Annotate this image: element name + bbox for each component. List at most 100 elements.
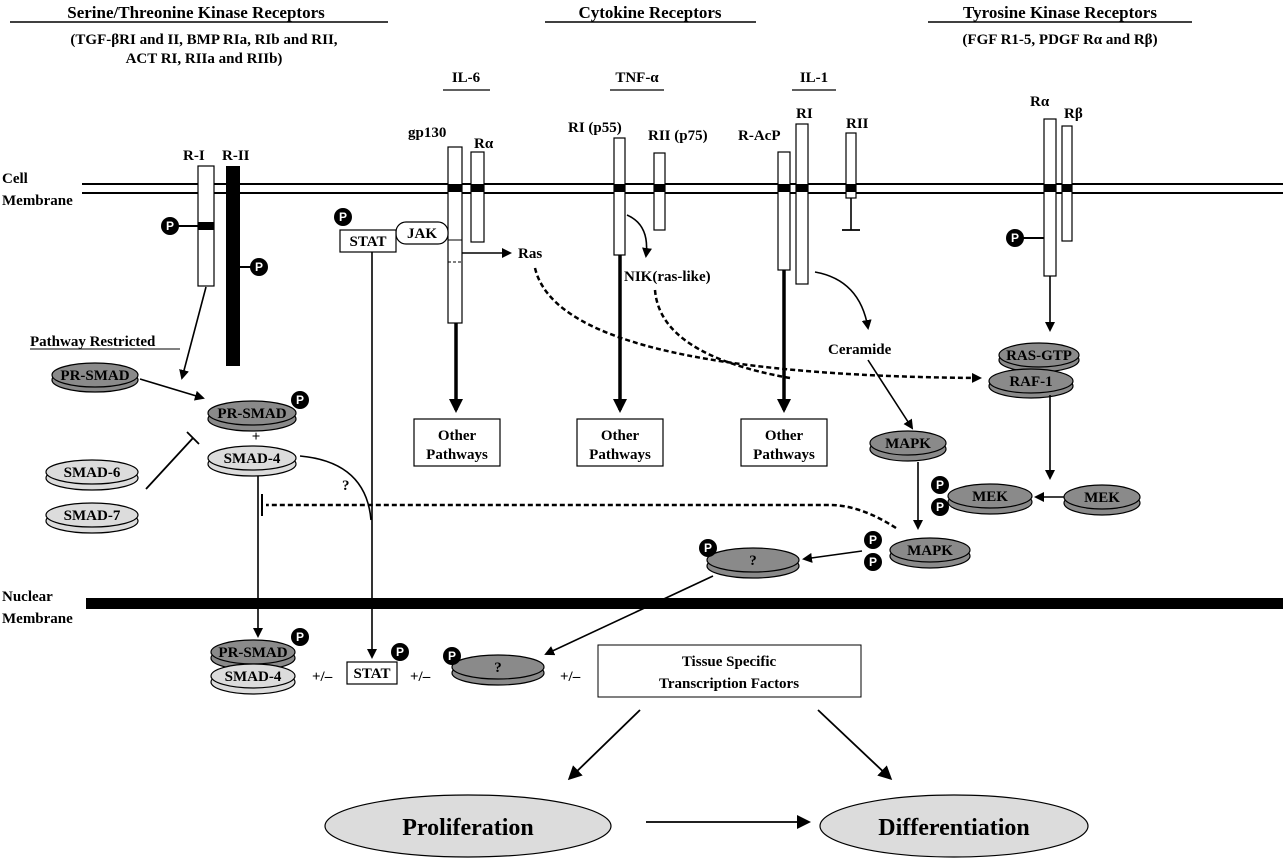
- svg-text:P: P: [396, 645, 404, 659]
- mapk-unphosphorylated: MAPK: [869, 430, 947, 462]
- svg-text:SMAD-6: SMAD-6: [64, 465, 121, 481]
- svg-text:P: P: [704, 541, 712, 555]
- svg-text:JAK: JAK: [407, 226, 437, 242]
- svg-text:Other: Other: [601, 428, 640, 444]
- svg-text:Other: Other: [765, 428, 804, 444]
- svg-text:MAPK: MAPK: [907, 543, 953, 559]
- svg-text:Proliferation: Proliferation: [402, 815, 534, 841]
- pr-smad-cytoplasm: PR-SMAD: [51, 362, 139, 393]
- label-tk-rb: Rβ: [1064, 106, 1083, 122]
- svg-text:?: ?: [494, 660, 502, 676]
- heading-ser-thr-sub1: (TGF-βRI and II, BMP RIa, RIb and RII,: [70, 32, 337, 48]
- heading-tyrosine-title: Tyrosine Kinase Receptors: [963, 3, 1157, 22]
- phosphate-icon: [864, 553, 882, 571]
- label-ri-p55: RI (p55): [568, 120, 622, 136]
- svg-text:STAT: STAT: [354, 666, 391, 682]
- svg-text:SMAD-4: SMAD-4: [225, 669, 282, 685]
- stat-box-nucleus: STAT P: [346, 643, 409, 685]
- phosphate-icon: [443, 647, 461, 665]
- receptor-il1-ri: [795, 123, 809, 285]
- label-r-ii: R-II: [222, 148, 250, 164]
- svg-text:Differentiation: Differentiation: [878, 815, 1030, 841]
- phosphate-icon: [291, 628, 309, 646]
- svg-text:Pathways: Pathways: [426, 447, 488, 463]
- svg-text:MEK: MEK: [1084, 490, 1120, 506]
- proliferation-outcome: Proliferation: [324, 794, 612, 858]
- cell-membrane-label-1: Cell: [2, 171, 28, 187]
- phosphate-icon: [1006, 229, 1024, 247]
- nuclear-membrane-label-2: Membrane: [2, 611, 73, 627]
- jak-box: JAK: [395, 221, 449, 245]
- nuclear-membrane-label-1: Nuclear: [2, 589, 53, 605]
- phosphate-icon: [250, 258, 268, 276]
- label-nik: NIK(ras-like): [624, 269, 711, 285]
- phosphate-icon: [161, 217, 179, 235]
- mek-phosphorylated: MEK P P: [931, 476, 1033, 516]
- svg-text:MAPK: MAPK: [885, 436, 931, 452]
- svg-text:P: P: [255, 260, 263, 274]
- label-ceramide: Ceramide: [828, 342, 892, 358]
- heading-cytokine-title: Cytokine Receptors: [578, 3, 721, 22]
- svg-text:P: P: [936, 478, 944, 492]
- svg-text:P: P: [869, 533, 877, 547]
- label-r-alpha-il6: Rα: [474, 136, 494, 152]
- svg-text:RAS-GTP: RAS-GTP: [1006, 348, 1072, 364]
- receptor-r-alpha-il6: [470, 151, 485, 243]
- label-il1-rii: RII: [846, 116, 869, 132]
- smad7: SMAD-7: [45, 502, 139, 534]
- receptor-tk-rb: [1061, 125, 1073, 242]
- svg-text:?: ?: [749, 553, 757, 569]
- receptor-ri-p55: [613, 137, 626, 256]
- svg-text:Transcription Factors: Transcription Factors: [659, 676, 799, 692]
- phosphate-icon: [699, 539, 717, 557]
- svg-text:MEK: MEK: [972, 489, 1008, 505]
- heading-ser-thr-title: Serine/Threonine Kinase Receptors: [67, 3, 325, 22]
- svg-text:Pathways: Pathways: [589, 447, 651, 463]
- receptor-gp130: [447, 146, 463, 324]
- cell-membrane: Cell Membrane: [2, 171, 1283, 209]
- stat-box-cytoplasm: STAT P: [334, 208, 397, 253]
- svg-text:STAT: STAT: [350, 234, 387, 250]
- mek-unphosphorylated: MEK: [1063, 484, 1141, 516]
- heading-tyrosine: Tyrosine Kinase Receptors (FGF R1-5, PDG…: [928, 3, 1192, 48]
- heading-ser-thr-sub2: ACT RI, RIIa and RIIb): [126, 51, 283, 67]
- svg-text:Other: Other: [438, 428, 477, 444]
- svg-text:P: P: [1011, 231, 1019, 245]
- nuclear-membrane: Nuclear Membrane: [2, 589, 1283, 627]
- phosphate-icon: [931, 476, 949, 494]
- phosphate-icon: [334, 208, 352, 226]
- svg-text:P: P: [339, 210, 347, 224]
- cell-membrane-label-2: Membrane: [2, 193, 73, 209]
- label-il1: IL-1: [800, 70, 828, 86]
- pr-smad-p-complex: PR-SMAD P +: [207, 391, 309, 445]
- unknown-factor-nucleus: ? P: [443, 647, 545, 686]
- svg-text:P: P: [936, 500, 944, 514]
- plus-minus-3: +/–: [560, 669, 581, 685]
- svg-text:SMAD-7: SMAD-7: [64, 508, 121, 524]
- svg-text:P: P: [166, 219, 174, 233]
- svg-text:Tissue Specific: Tissue Specific: [682, 654, 777, 670]
- svg-text:PR-SMAD: PR-SMAD: [60, 368, 129, 384]
- label-tnf: TNF-α: [615, 70, 659, 86]
- heading-ser-thr: Serine/Threonine Kinase Receptors (TGF-β…: [10, 3, 388, 67]
- svg-text:P: P: [448, 649, 456, 663]
- receptor-r-ii: [226, 166, 240, 366]
- phosphate-icon: [931, 498, 949, 516]
- smad6: SMAD-6: [45, 459, 139, 491]
- other-pathways-tnf: Other Pathways: [576, 418, 664, 467]
- svg-text:P: P: [296, 630, 304, 644]
- svg-text:SMAD-4: SMAD-4: [224, 451, 281, 467]
- ras-gtp-raf1: RAS-GTP RAF-1: [988, 342, 1080, 399]
- phosphate-icon: [391, 643, 409, 661]
- plus-minus-1: +/–: [312, 669, 333, 685]
- svg-text:P: P: [296, 393, 304, 407]
- other-pathways-il6: Other Pathways: [413, 418, 501, 467]
- label-r-i: R-I: [183, 148, 205, 164]
- unknown-factor-cytoplasm: ? P: [699, 539, 800, 579]
- label-r-acp: R-AcP: [738, 128, 780, 144]
- label-rii-p75: RII (p75): [648, 128, 708, 144]
- label-ras: Ras: [518, 246, 542, 262]
- differentiation-outcome: Differentiation: [819, 794, 1089, 858]
- svg-text:RAF-1: RAF-1: [1009, 374, 1052, 390]
- plus-sign: +: [252, 429, 261, 445]
